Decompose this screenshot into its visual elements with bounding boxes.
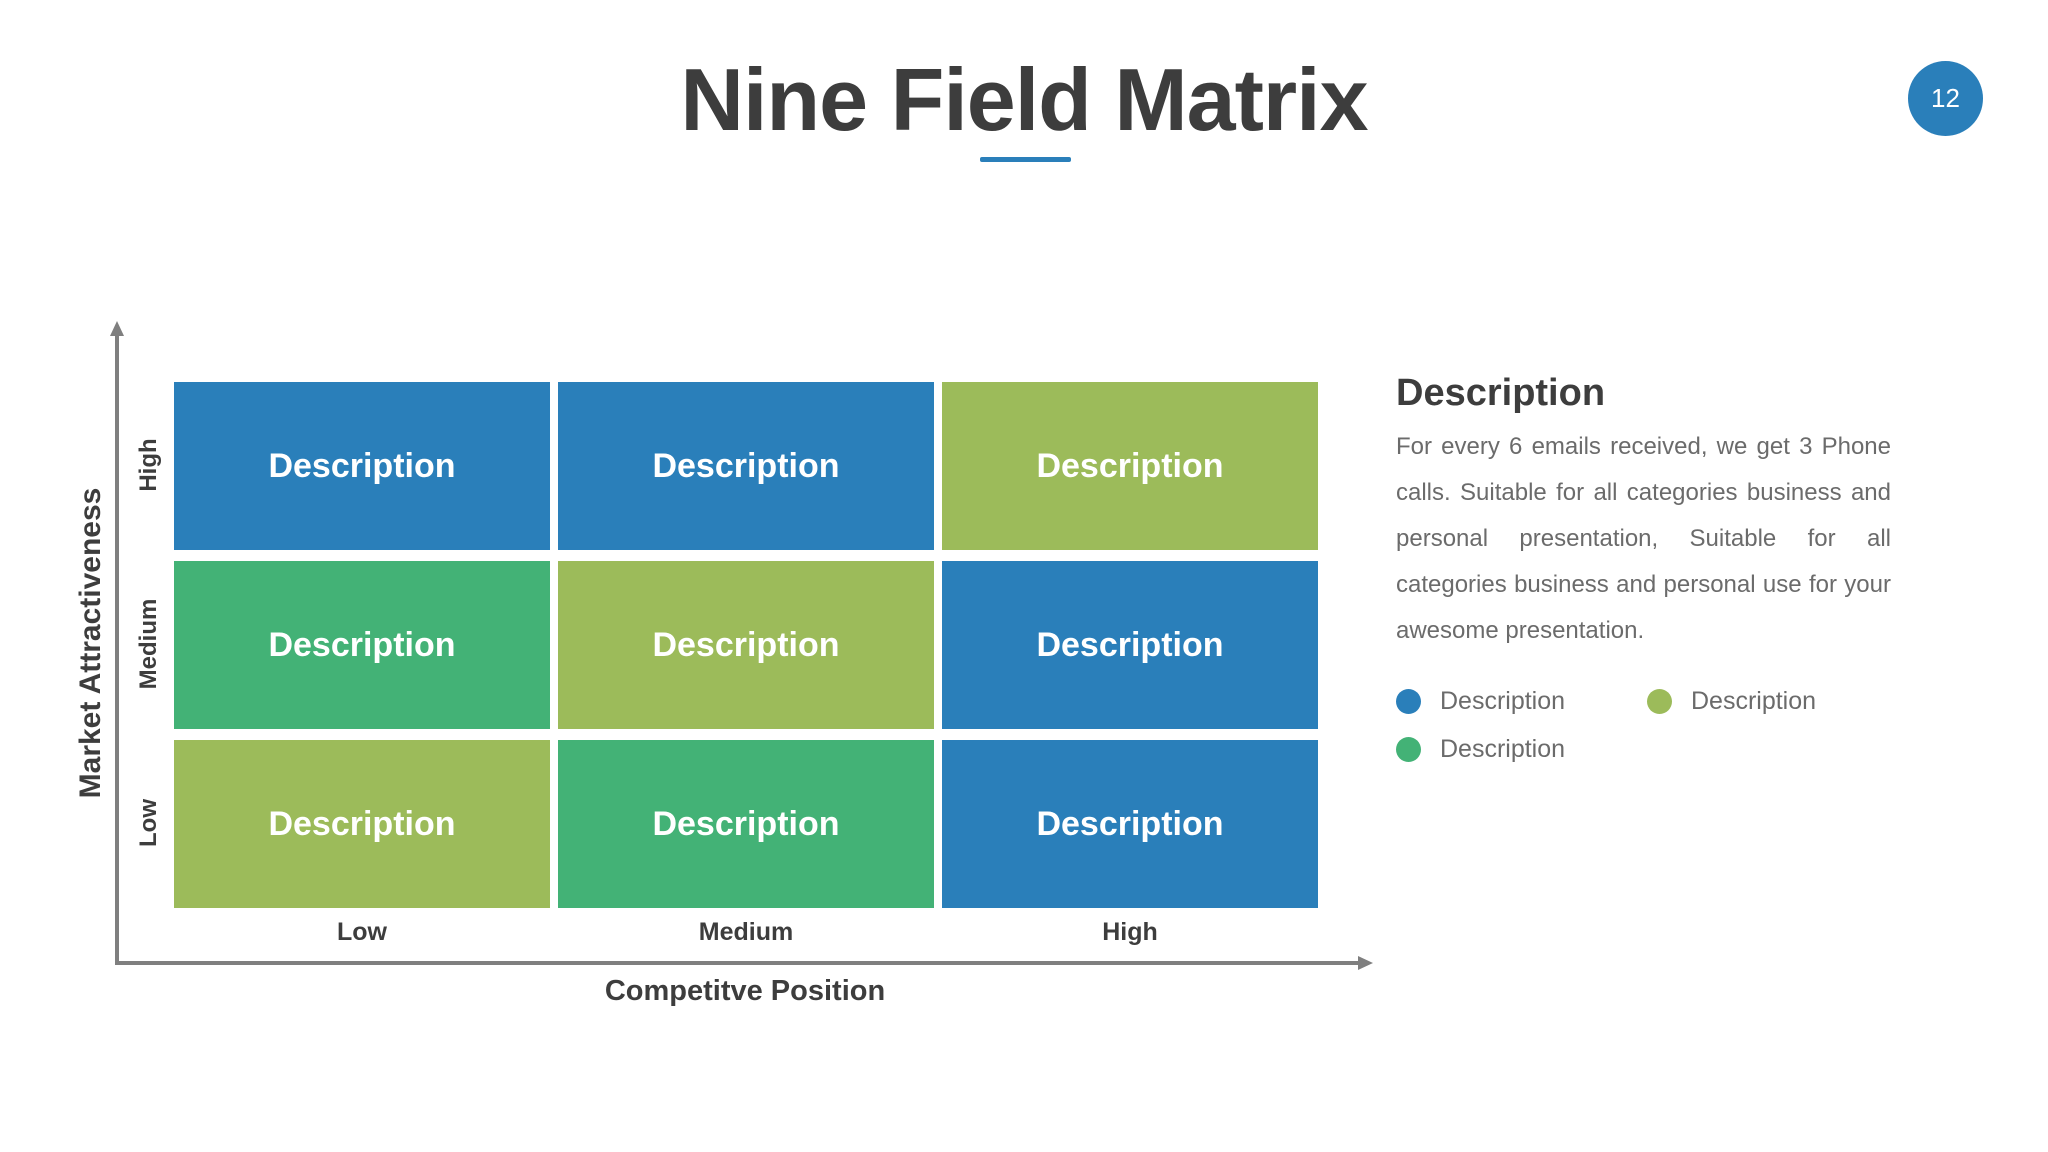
cell-low-high: Description: [942, 740, 1318, 908]
legend-item-blue: Description: [1396, 687, 1565, 716]
legend-label: Description: [1691, 687, 1817, 715]
legend-dot-icon: [1396, 737, 1421, 762]
x-axis-arrowhead: [1358, 956, 1373, 970]
title-underline: [980, 157, 1071, 162]
description-heading: Description: [1396, 372, 1606, 414]
x-axis-title: Competitve Position: [604, 975, 886, 1007]
legend-dot-icon: [1396, 689, 1421, 714]
slide-title: Nine Field Matrix: [680, 50, 1368, 149]
cell-low-low: Description: [174, 740, 550, 908]
x-label-high: High: [1102, 918, 1158, 946]
y-axis-title: Market Attractiveness: [74, 487, 107, 799]
legend-label: Description: [1440, 687, 1566, 715]
page-number-badge: 12: [1908, 61, 1983, 136]
x-label-medium: Medium: [698, 918, 794, 946]
y-label-low: Low: [135, 799, 162, 847]
y-axis-arrowhead: [110, 321, 124, 336]
description-body: For every 6 emails received, we get 3 Ph…: [1396, 433, 1891, 644]
legend-item-green: Description: [1396, 735, 1565, 764]
legend-dot-icon: [1647, 689, 1672, 714]
x-label-low: Low: [337, 918, 387, 946]
cell-medium-high: Description: [942, 561, 1318, 729]
cell-medium-medium: Description: [558, 561, 934, 729]
y-label-high: High: [135, 438, 162, 492]
cell-high-high: Description: [942, 382, 1318, 550]
cell-medium-low: Description: [174, 561, 550, 729]
cell-high-low: Description: [174, 382, 550, 550]
y-label-medium: Medium: [135, 598, 162, 690]
cell-high-medium: Description: [558, 382, 934, 550]
legend-label: Description: [1440, 735, 1566, 763]
cell-low-medium: Description: [558, 740, 934, 908]
legend-item-lime: Description: [1647, 687, 1816, 716]
